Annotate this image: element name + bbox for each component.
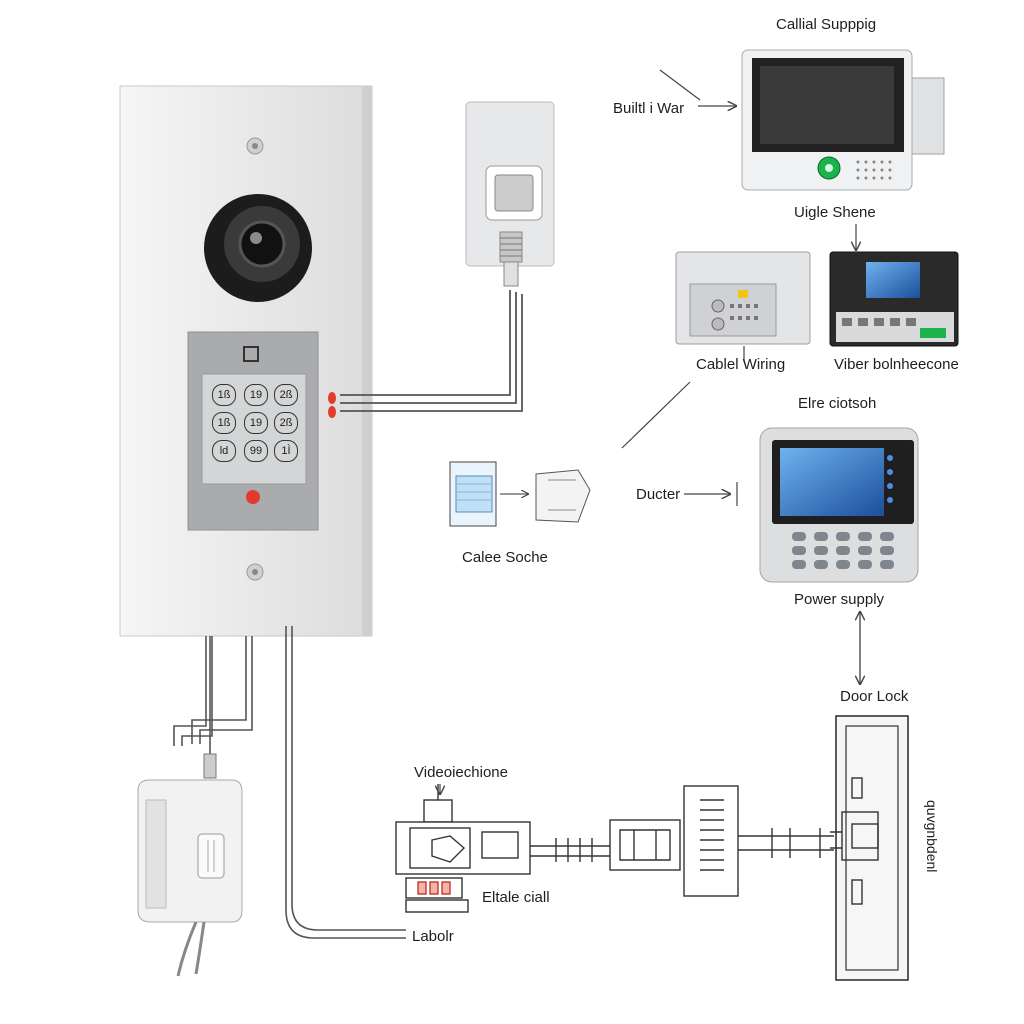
keypad-monitor-right — [759, 427, 919, 583]
label-builtin-war: Builtl i War — [613, 100, 685, 117]
keypad-keys: 1ß 19 2ß 1ß 19 2ß ld 99 1Ì — [210, 380, 302, 480]
camera-lens-icon — [204, 194, 312, 302]
label-power-supply: Power supply — [794, 591, 885, 608]
keypad-key[interactable]: 2ß — [274, 412, 298, 434]
label-labolr: Labolr — [412, 928, 454, 945]
door-lock-plate — [830, 715, 909, 981]
label-callial-supping: Callial Supppig — [776, 16, 877, 33]
label-elre-ciotsoh: Elre ciotsoh — [798, 395, 877, 412]
call-indicator-led — [246, 490, 260, 504]
control-box-right — [829, 251, 959, 347]
label-eltale-ciall: Eltale ciall — [482, 889, 550, 906]
keypad-key[interactable]: ld — [212, 440, 236, 462]
control-box-left — [675, 251, 811, 345]
keypad-key[interactable]: 19 — [244, 384, 268, 406]
panel-bottom-wires — [173, 626, 406, 939]
keypad-key[interactable]: 1Ì — [274, 440, 298, 462]
keypad-key[interactable]: 1ß — [212, 384, 236, 406]
electric-strike-schematic — [395, 784, 834, 913]
label-cablel-wiring: Cablel Wiring — [696, 356, 786, 373]
label-videoiechione: Videoiechione — [414, 764, 508, 781]
power-adapter-device — [137, 753, 243, 977]
keypad-key[interactable]: 1ß — [212, 412, 236, 434]
keypad-wires — [328, 290, 523, 418]
cable-socket-schematic — [449, 461, 591, 527]
keypad-key[interactable]: 19 — [244, 412, 268, 434]
keypad-key[interactable]: 2ß — [274, 384, 298, 406]
keypad-key[interactable]: 99 — [244, 440, 268, 462]
indoor-monitor-top — [741, 49, 945, 191]
motion-sensor-device — [465, 101, 555, 287]
label-viber-bolnheecone: Viber bolnheecone — [834, 356, 959, 373]
label-calee-soche: Calee Soche — [462, 549, 548, 566]
label-ducter: Ducter — [636, 486, 681, 503]
label-rotated-side: quvgnbdenl — [924, 800, 940, 873]
label-door-lock: Door Lock — [840, 688, 909, 705]
label-uigle-shene: Uigle Shene — [794, 204, 876, 221]
